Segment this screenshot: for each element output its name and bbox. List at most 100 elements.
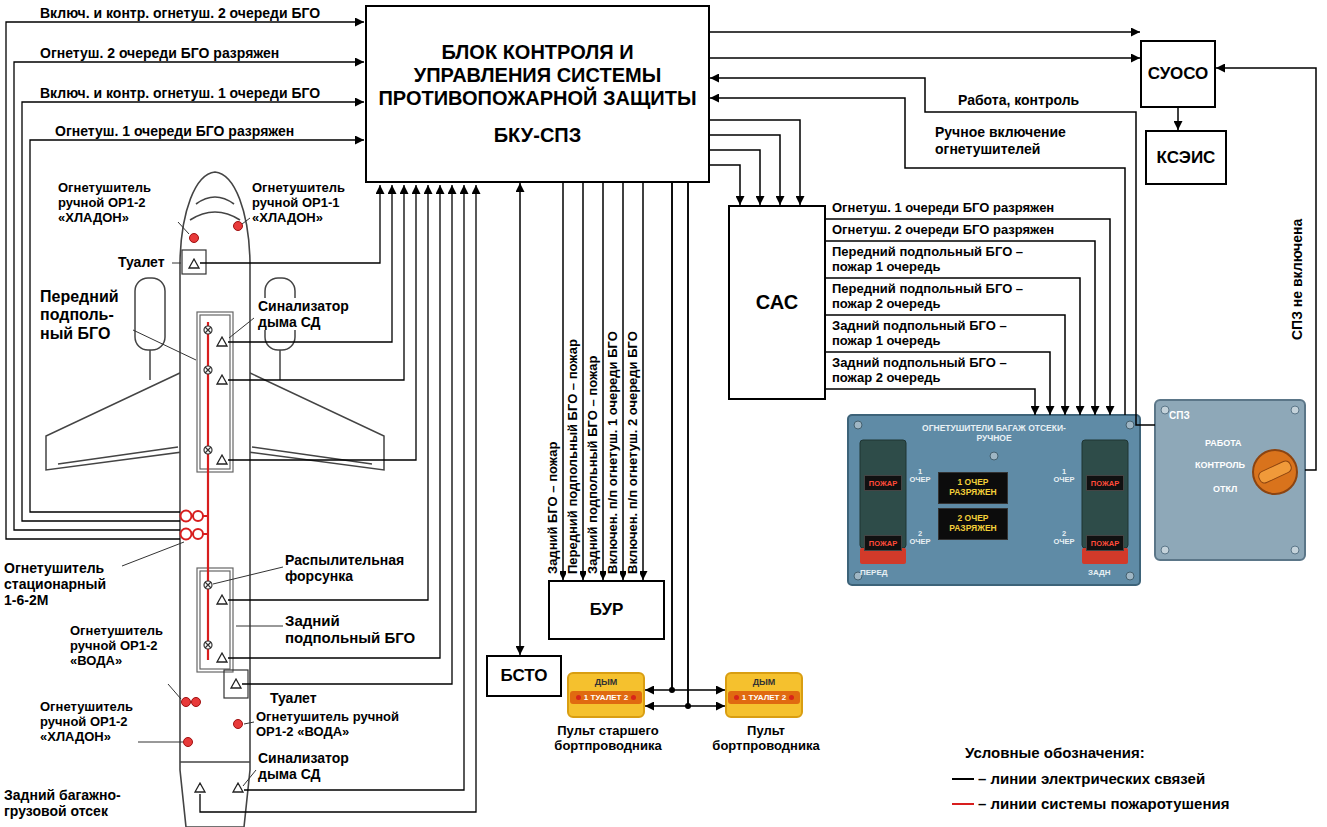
node-text: ПОЖАР: [1091, 539, 1119, 548]
discharge-indicator: 1 ОЧЕР РАЗРЯЖЕН: [938, 472, 1008, 504]
hand-extinguisher: [192, 698, 201, 707]
signal-label: Ручное включение огнетушителей: [935, 124, 1100, 157]
connector: [826, 278, 1080, 415]
legend-text: – линии системы пожаротушения: [978, 795, 1229, 812]
panel-plate: [854, 421, 862, 429]
signal-label: Включен. п/п огнетуш. 1 очереди БГО: [606, 331, 620, 574]
connector: [710, 120, 800, 205]
switch-plate: [1253, 450, 1297, 494]
connector: [710, 150, 760, 205]
fuselage: [180, 172, 250, 827]
connector: [710, 135, 780, 205]
hand-extinguisher: [182, 698, 191, 707]
part-label: Задний багажно- грузовой отсек: [4, 787, 154, 819]
switch-plate: [1291, 546, 1299, 554]
discharge-indicator: 2 ОЧЕР РАЗРЯЖЕН: [938, 508, 1008, 540]
system-box: КСЭИС: [1145, 130, 1227, 185]
node-text: БСТО: [500, 666, 547, 686]
part-label: Огнетушитель ручной ОР1-1 «ХЛАДОН»: [252, 181, 372, 226]
node-text: ДЫМ: [753, 677, 776, 687]
signal-label: Огнетуш. 1 очереди БГО разряжен: [832, 200, 1054, 215]
signal-label: Передний подпольный БГО – пожар 1 очеред…: [832, 244, 1037, 275]
connector: [826, 389, 1035, 415]
panel-label: 2 ОЧЕР: [1052, 530, 1076, 547]
part-label: Включ. и контр. огнетуш. 1 очереди БГО: [40, 85, 320, 101]
node-text: 1 ОЧЕР РАЗРЯЖЕН: [949, 478, 997, 498]
hand-extinguisher: [184, 738, 193, 747]
node-text: БЛОК КОНТРОЛЯ И УПРАВЛЕНИЯ СИСТЕМЫ ПРОТИ…: [373, 41, 703, 110]
connector: [826, 219, 1110, 415]
connector: [826, 315, 1065, 415]
connector: [519, 183, 521, 655]
sensor-wire: [200, 185, 476, 812]
stationary-extinguisher: [193, 511, 203, 521]
panel-plate: [860, 440, 906, 548]
part-label: Включ. и контр. огнетуш. 2 очереди БГО: [40, 5, 320, 21]
signal-label: Задний подпольный БГО – пожар 1 очередь: [832, 318, 1037, 349]
stationary-extinguisher: [181, 511, 204, 540]
signal-label: Задний подпольный БГО – пожар: [586, 356, 600, 575]
smoke-sensor: [189, 259, 243, 792]
signal-label: Огнетуш. 2 очереди БГО разряжен: [832, 222, 1054, 237]
fire-button: ПОЖАР: [864, 535, 902, 551]
fire-button: ПОЖАР: [864, 475, 902, 491]
stationary-extinguisher: [181, 529, 192, 540]
fuselage: [180, 197, 250, 762]
node-text: ОГНЕТУШИТЕЛИ БАГАЖ ОТСЕКИ-РУЧНОЕ: [920, 423, 1068, 443]
node-text: ПОЖАР: [869, 539, 897, 548]
node-text: Пульт бортпроводника: [711, 724, 821, 754]
smoke-sensor: [189, 259, 243, 792]
node-text: КСЭИС: [1157, 148, 1216, 168]
extinguisher-wire: [6, 22, 364, 539]
node-text: СПЗ: [1169, 410, 1190, 421]
switch-plate: [1155, 400, 1305, 560]
part-label: Распылительная форсунка: [285, 552, 415, 584]
attendant-panel: ДЫМ1 ТУАЛЕТ 2Пульт бортпроводника: [725, 672, 803, 718]
connector: [688, 183, 725, 706]
fire-button: ПОЖАР: [1086, 535, 1124, 551]
node-text: САС: [756, 291, 798, 314]
compartment: [200, 315, 230, 469]
legend-title: Условные обозначения:: [965, 744, 1145, 761]
legend-item: – линии электрических связей: [952, 770, 1205, 787]
part-label: Туалет: [270, 690, 317, 706]
part-label: Передний подполь- ный БГО: [40, 288, 132, 343]
spray-nozzle: [204, 326, 212, 649]
panel-label: ЗАДН: [1088, 568, 1111, 577]
signal-label: СПЗ не включена: [1290, 219, 1305, 340]
compartment: [200, 571, 230, 669]
connector: [582, 183, 584, 580]
part-label: Огнетушитель ручной ОР1-2 «ХЛАДОН»: [40, 700, 138, 745]
connector: [826, 352, 1050, 415]
sensor-wire: [228, 185, 416, 460]
spz-switch-panel: СПЗРАБОТАКОНТРОЛЬОТКЛ: [1155, 400, 1305, 560]
connector: [1216, 68, 1316, 470]
panel-plate: [990, 452, 998, 460]
fuselage: [180, 172, 250, 827]
node-text: РАБОТА: [1205, 438, 1242, 448]
signal-label: Работа, контроль: [958, 92, 1079, 109]
legend-line-sample: [952, 803, 974, 805]
switch-plate: [1155, 400, 1305, 560]
extinguisher-wire: [6, 22, 364, 539]
node-text: 1 ТУАЛЕТ 2: [570, 691, 642, 704]
panel-plate: [848, 415, 1140, 585]
engine: [135, 278, 165, 350]
sensor-wire: [242, 185, 452, 684]
part-label: Задний подпольный БГО: [285, 612, 425, 647]
node-text: ПОЖАР: [1091, 479, 1119, 488]
switch-plate: [1161, 546, 1169, 554]
system-box: СУОСО: [1140, 40, 1216, 108]
part-label: Туалет: [118, 254, 165, 270]
compartment: [182, 250, 248, 698]
part-label: Синализатор дыма СД: [256, 298, 378, 330]
hand-extinguisher: [234, 720, 243, 729]
sensor-wire: [228, 185, 440, 658]
panel-plate: [848, 415, 1140, 585]
panel-label: 2 ОЧЕР: [908, 530, 932, 547]
connector: [672, 183, 725, 690]
sensor-wire: [200, 185, 476, 812]
hand-extinguisher: [190, 234, 199, 243]
system-box: САС: [728, 205, 826, 400]
